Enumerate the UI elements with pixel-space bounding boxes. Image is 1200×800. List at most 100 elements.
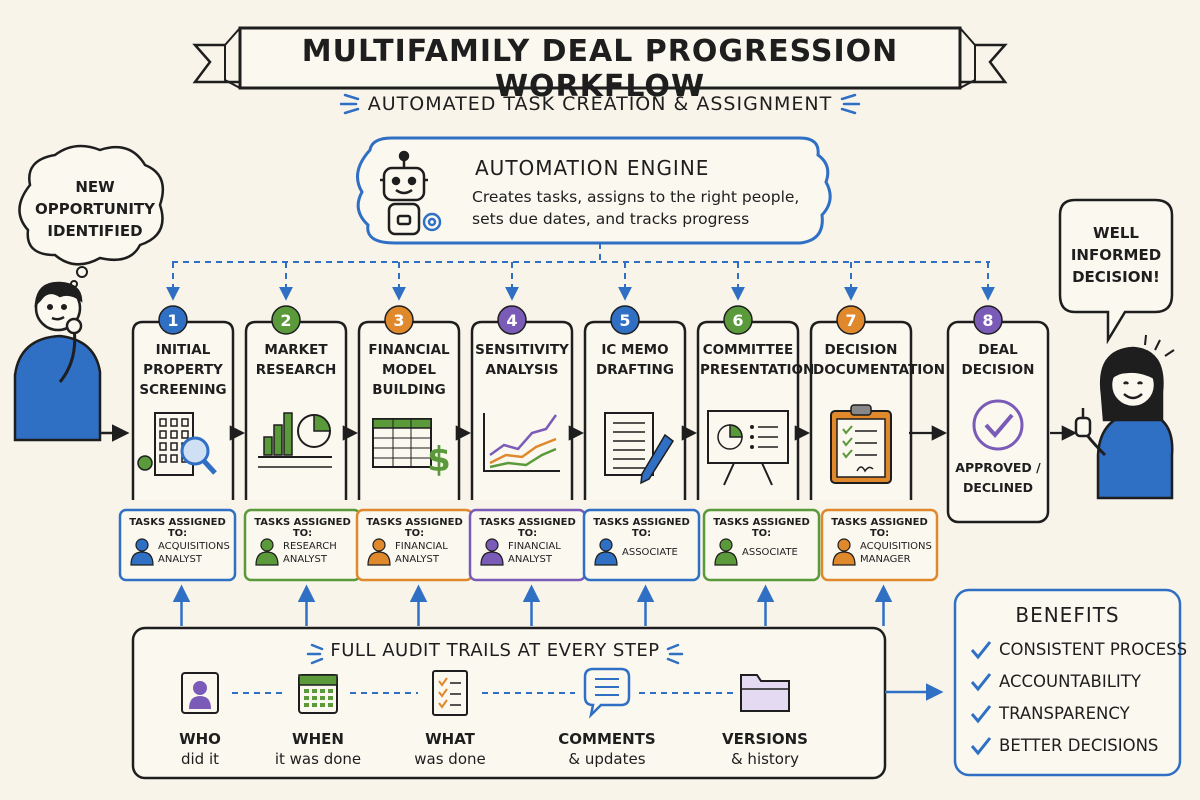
person-icon <box>255 538 279 566</box>
benefits-title: BENEFITS <box>1015 603 1120 627</box>
audit-label-title: VERSIONS <box>722 730 808 748</box>
step-card-1: 1 <box>131 305 235 500</box>
check-icon <box>970 705 992 724</box>
person-icon <box>367 538 391 566</box>
automation-engine-cloud <box>356 136 832 245</box>
step-title-line-1: SENSITIVITY <box>475 342 569 358</box>
bubble-line-1: NEW <box>75 178 115 196</box>
task-heading: TASKS ASSIGNED TO: <box>129 517 226 539</box>
step-card-4: 4 <box>470 305 574 500</box>
task-assignment-cards <box>118 508 939 582</box>
happy-person-illustration <box>1074 334 1175 500</box>
task-heading: TASKS ASSIGNED TO: <box>479 517 576 539</box>
step-number-badge <box>497 305 527 335</box>
step-title-line-1: FINANCIAL <box>368 342 450 358</box>
step-title-line-2: DECISION <box>961 362 1035 378</box>
page-title: MULTIFAMILY DEAL PROGRESSION WORKFLOW <box>301 34 899 104</box>
step-number-badge <box>158 305 188 335</box>
task-heading: TASKS ASSIGNED TO: <box>254 517 351 539</box>
building-search-icon <box>137 412 217 476</box>
step-title-line-2: RESEARCH <box>255 362 337 378</box>
benefit-checkmarks <box>970 641 992 756</box>
step-number: 8 <box>982 311 993 330</box>
task-role-line-1: ACQUISITIONS <box>860 541 932 552</box>
step-number: 5 <box>619 311 630 330</box>
step-title-line-2: DRAFTING <box>596 362 674 378</box>
step-title-line-1: DECISION <box>824 342 898 358</box>
check-icon <box>970 673 992 692</box>
task-role-line-1: ACQUISITIONS <box>158 541 230 552</box>
calendar-icon <box>298 674 338 714</box>
step-title-line-2: PRESENTATION <box>700 362 815 378</box>
bubble-line-2: OPPORTUNITY <box>34 200 155 218</box>
user-icon <box>181 672 219 714</box>
presentation-board-icon <box>707 410 789 486</box>
new-opportunity-bubble <box>18 144 165 288</box>
audit-label: COMMENTS& updates <box>547 729 667 769</box>
step-card-7: 7 <box>809 305 913 500</box>
task-role-line-2: ANALYST <box>158 554 202 565</box>
step-card-5: 5 <box>583 305 687 500</box>
step-card-6: 6 <box>696 305 800 500</box>
step-number: 3 <box>393 311 404 330</box>
task-role-line-2: MANAGER <box>860 554 911 565</box>
task-card <box>118 508 237 582</box>
new-opportunity-text: NEW OPPORTUNITY IDENTIFIED <box>30 176 160 242</box>
audit-label-title: WHAT <box>425 730 475 748</box>
step-number: 2 <box>280 311 291 330</box>
audit-label-sub: & history <box>730 750 800 768</box>
step-title-7: DECISION DOCUMENTATION <box>813 340 946 380</box>
step-title-line-1: MARKET <box>264 342 328 358</box>
task-role-line-1: RESEARCH <box>283 541 337 552</box>
step-title-line-3: SCREENING <box>139 382 227 398</box>
task-role: ASSOCIATE <box>622 546 697 559</box>
checklist-icon <box>432 670 468 716</box>
task-card <box>243 508 362 582</box>
step-card-3: 3$ <box>357 305 461 500</box>
step-title-5: IC MEMO DRAFTING <box>587 340 683 380</box>
check-icon <box>970 641 992 660</box>
task-heading: TASKS ASSIGNED TO: <box>713 517 810 539</box>
audit-title: FULL AUDIT TRAILS AT EVERY STEP <box>330 640 660 661</box>
person-icon <box>130 538 154 566</box>
thinking-person-illustration <box>13 281 102 442</box>
task-card <box>582 508 701 582</box>
task-role-line-2: ANALYST <box>508 554 552 565</box>
task-role-line-1: FINANCIAL <box>508 541 561 552</box>
step-title-4: SENSITIVITY ANALYSIS <box>474 340 570 380</box>
step-number-badge <box>610 305 640 335</box>
step-title-3: FINANCIAL MODEL BUILDING <box>361 340 457 400</box>
step-title-line-2: DOCUMENTATION <box>813 362 946 378</box>
step-title-line-1: IC MEMO <box>601 342 669 358</box>
title-banner <box>192 26 1008 90</box>
automation-engine-description: Creates tasks, assigns to the right peop… <box>472 186 812 230</box>
step-card-2: 2 <box>244 305 348 500</box>
task-role-line-1: ASSOCIATE <box>622 547 678 558</box>
line-chart-icon <box>483 413 560 472</box>
audit-up-arrows <box>172 584 893 626</box>
step-title-line-1: INITIAL <box>155 342 211 358</box>
step-title-line-2: ANALYSIS <box>485 362 559 378</box>
audit-label-sub: it was done <box>274 750 362 768</box>
audit-trail-box <box>131 626 887 780</box>
step-title-line-3: BUILDING <box>372 382 446 398</box>
step-title-line-1: DEAL <box>978 342 1018 358</box>
benefit-item: BETTER DECISIONS <box>999 736 1159 755</box>
audit-label-sub: did it <box>180 750 220 768</box>
subtitle-decor <box>339 93 861 115</box>
step-title-line-2: MODEL <box>382 362 436 378</box>
step-number-badge <box>271 305 301 335</box>
deal-result-line-2: DECLINED <box>962 480 1034 495</box>
task-card <box>702 508 821 582</box>
spreadsheet-dollar-icon: $ <box>372 418 451 480</box>
speech-bubble-icon <box>583 667 631 719</box>
task-card <box>820 508 939 582</box>
